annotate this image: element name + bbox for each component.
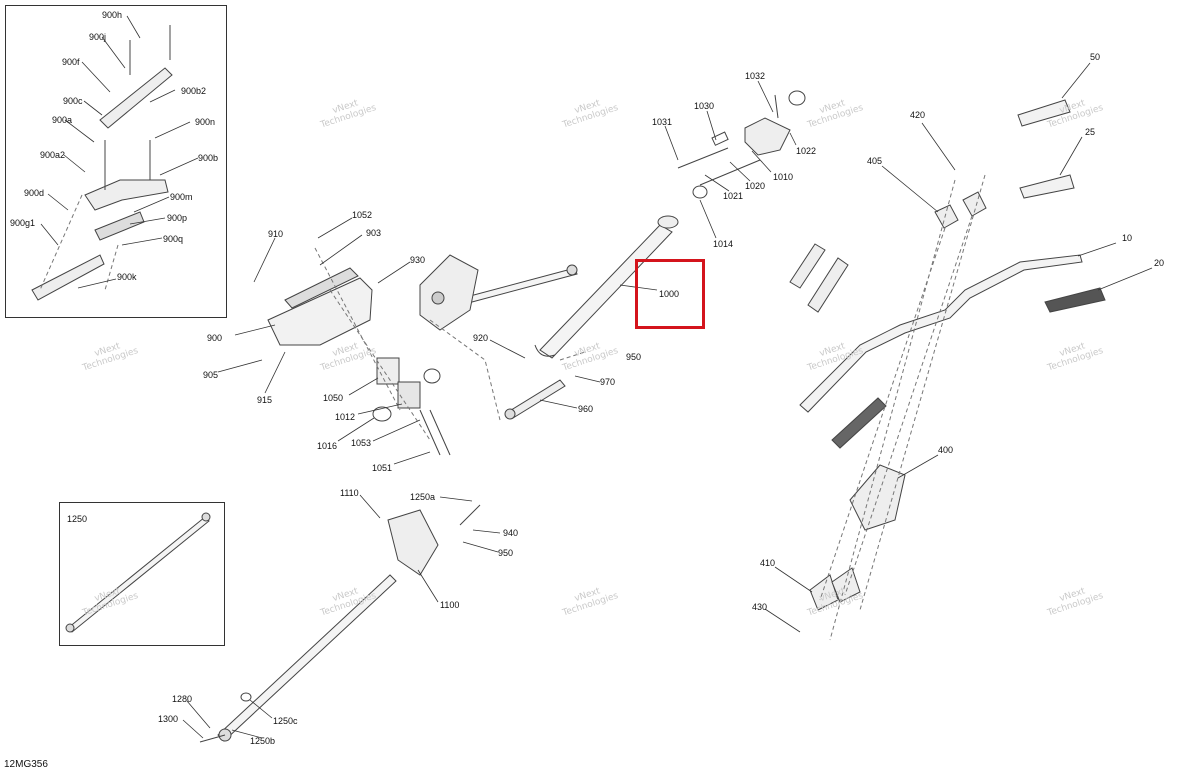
part-label: 900h [102, 10, 123, 20]
part-label: 1030 [694, 101, 715, 111]
part-label: 1020 [745, 181, 766, 191]
part-label: 900b [198, 153, 219, 163]
part-label: 420 [910, 110, 926, 120]
part-label: 1100 [440, 600, 460, 610]
part-label: 900d [24, 188, 45, 198]
part-label: 1032 [745, 71, 766, 81]
part-label: 900c [63, 96, 83, 106]
highlight-box [635, 259, 705, 329]
tube-25 [1019, 174, 1075, 199]
part-label: 905 [203, 370, 219, 380]
part-label: 1014 [713, 239, 734, 249]
part-label: 903 [366, 228, 382, 238]
part-label: 10 [1122, 233, 1133, 243]
part-label: 1250b [250, 736, 276, 746]
part-label: 1022 [796, 146, 817, 156]
part-label: 400 [938, 445, 954, 455]
part-label: 900q [163, 234, 184, 244]
part-label: 430 [752, 602, 768, 612]
housing-930 [419, 254, 479, 331]
part-label: 1016 [317, 441, 338, 451]
bracket-900 [267, 277, 373, 346]
handlebar-10 [799, 254, 1083, 413]
part-label: 900k [117, 272, 137, 282]
inset-900-detail [5, 5, 227, 318]
part-label: 900f [62, 57, 80, 67]
part-label: 960 [578, 404, 594, 414]
part-label: 915 [257, 395, 273, 405]
inset-1250-detail [59, 502, 225, 646]
part-label: 1250 [67, 514, 88, 524]
part-label: 410 [760, 558, 776, 568]
part-label: 910 [268, 229, 284, 239]
part-label: 1051 [372, 463, 393, 473]
part-label: 970 [600, 377, 616, 387]
bracket-1100 [387, 509, 439, 576]
grip-left [831, 397, 887, 449]
part-label: 1050 [323, 393, 344, 403]
part-label: 20 [1154, 258, 1165, 268]
part-label: 900b2 [181, 86, 207, 96]
part-label: 900 [207, 333, 223, 343]
grip-20 [1044, 287, 1106, 313]
bushing-1050 [376, 357, 400, 385]
part-label: 920 [473, 333, 489, 343]
part-label: 900g1 [10, 218, 36, 228]
part-label: 1012 [335, 412, 356, 422]
part-label: 1031 [652, 117, 673, 127]
clamp-1010 [744, 117, 791, 156]
part-label: 900a [52, 115, 73, 125]
part-label: 1250c [273, 716, 298, 726]
diagram-code: 12MG356 [4, 759, 48, 770]
part-label: 1300 [158, 714, 179, 724]
highlighted-part-label: 1000 [659, 289, 680, 299]
tube-50 [1017, 99, 1071, 127]
part-label: 1052 [352, 210, 373, 220]
part-label: 900j [89, 32, 107, 42]
part-label: 940 [503, 528, 519, 538]
part-label: 1280 [172, 694, 193, 704]
part-label: 1021 [723, 191, 744, 201]
part-label: 405 [867, 156, 883, 166]
part-label: 900a2 [40, 150, 66, 160]
part-label: 1010 [773, 172, 794, 182]
part-label: 1250a [410, 492, 436, 502]
steering-column-shaft [539, 224, 673, 359]
part-label: 900n [195, 117, 216, 127]
part-label: 950 [626, 352, 642, 362]
part-label: 1053 [351, 438, 372, 448]
part-label: 930 [410, 255, 426, 265]
part-label: 1110 [340, 488, 359, 498]
part-label: 900p [167, 213, 188, 223]
part-label: 950 [498, 548, 514, 558]
linkage-960 [507, 379, 566, 419]
part-label: 50 [1090, 52, 1101, 62]
part-label: 900m [170, 192, 193, 202]
part-label: 25 [1085, 127, 1096, 137]
